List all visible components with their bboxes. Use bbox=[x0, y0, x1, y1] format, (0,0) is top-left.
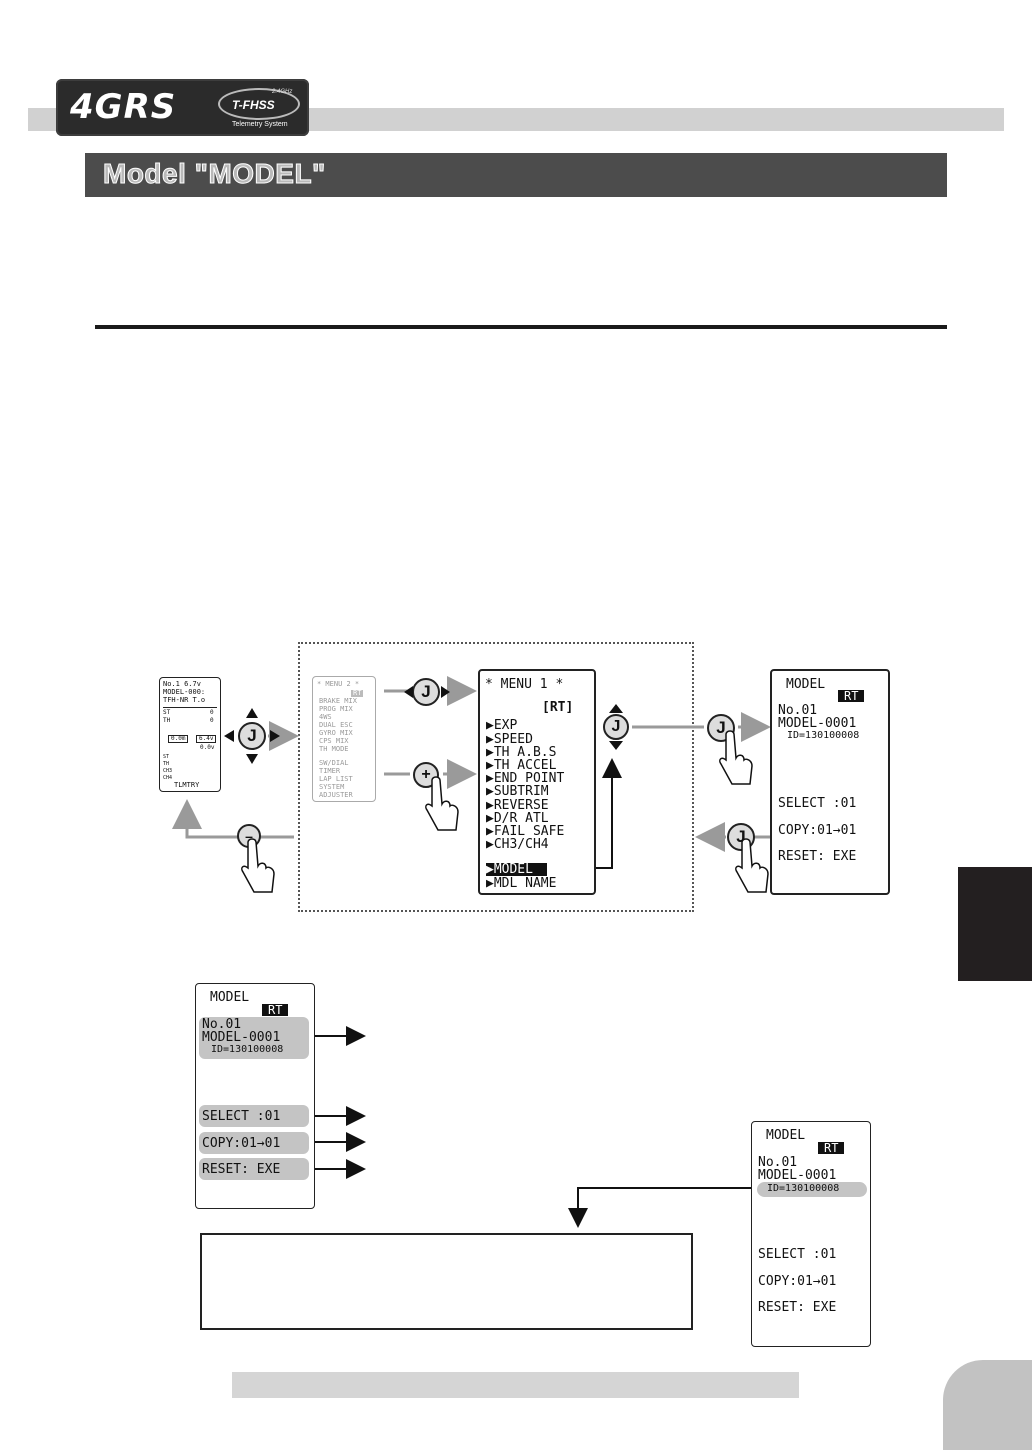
page-number-tab bbox=[943, 1360, 1032, 1450]
home-line-3: TFH-NR T.o bbox=[163, 697, 205, 704]
model-select: SELECT :01 bbox=[758, 1248, 836, 1261]
home-line-1: No.1 6.7v bbox=[163, 681, 201, 688]
menu2-item: PROG MIX bbox=[319, 706, 353, 713]
menu1-item-selected: ▶MODEL bbox=[486, 863, 547, 876]
model-badge: RT bbox=[818, 1142, 844, 1154]
model-screen: MODEL RT No.01 MODEL-0001 ID=130100008 S… bbox=[770, 669, 890, 895]
hand-pointer-icon bbox=[734, 838, 770, 896]
menu2-item: SW/DIAL bbox=[319, 760, 349, 767]
hand-pointer-icon bbox=[424, 776, 460, 834]
menu1-screen: * MENU 1 * [RT] ▶EXP ▶SPEED ▶TH A.B.S ▶T… bbox=[478, 669, 596, 895]
menu2-item: SYSTEM bbox=[319, 784, 344, 791]
model-select: SELECT :01 bbox=[778, 797, 856, 810]
home-volt2-value: 0.0v bbox=[200, 745, 214, 751]
hand-pointer-icon bbox=[718, 730, 754, 788]
model-copy: COPY:01→01 bbox=[778, 824, 856, 837]
menu1-item: ▶SUBTRIM bbox=[486, 785, 549, 798]
menu1-item: ▶MDL NAME bbox=[486, 877, 556, 890]
left-right-arrows-icon bbox=[404, 684, 450, 700]
menu2-item: BRAKE MIX bbox=[319, 698, 357, 705]
home-th-label: TH bbox=[163, 718, 170, 724]
home-st-value: 0 bbox=[210, 710, 214, 716]
menu2-item: TH MODE bbox=[319, 746, 349, 753]
model-screen-id: MODEL RT No.01 MODEL-0001 ID=130100008 S… bbox=[751, 1121, 871, 1347]
menu2-title: * MENU 2 * bbox=[317, 681, 359, 688]
footer-bar bbox=[232, 1372, 799, 1398]
menu1-title: * MENU 1 * bbox=[485, 678, 563, 691]
model-name: MODEL-0001 bbox=[778, 717, 856, 730]
home-ch-3: CH3 bbox=[163, 769, 172, 774]
menu2-screen: * MENU 2 * RT BRAKE MIX PROG MIX 4WS DUA… bbox=[312, 676, 376, 802]
menu2-item: TIMER bbox=[319, 768, 340, 775]
menu2-item: DUAL ESC bbox=[319, 722, 353, 729]
model-reset: RESET: EXE bbox=[778, 850, 856, 863]
home-screen: No.1 6.7v MODEL-000: TFH-NR T.o ST 0 TH … bbox=[159, 677, 221, 792]
model-reset: RESET: EXE bbox=[202, 1163, 280, 1176]
menu1-item: ▶CH3/CH4 bbox=[486, 838, 549, 851]
model-id: ID=130100008 bbox=[787, 731, 859, 741]
home-ch-th: TH bbox=[163, 762, 169, 767]
menu2-item: ADJUSTER bbox=[319, 792, 353, 799]
model-screen-annotated: MODEL RT No.01 MODEL-0001 ID=130100008 S… bbox=[195, 983, 315, 1209]
four-way-arrows-icon bbox=[224, 708, 280, 764]
up-down-arrows-icon bbox=[606, 704, 626, 750]
model-title: MODEL bbox=[210, 991, 249, 1004]
model-reset: RESET: EXE bbox=[758, 1301, 836, 1314]
model-name: MODEL-0001 bbox=[758, 1169, 836, 1182]
model-title: MODEL bbox=[766, 1129, 805, 1142]
home-trip-value: 0.0m bbox=[168, 735, 188, 743]
home-telemetry-label: TLMTRY bbox=[174, 782, 199, 789]
menu1-badge: [RT] bbox=[542, 701, 573, 714]
model-copy: COPY:01→01 bbox=[202, 1137, 280, 1150]
model-name: MODEL-0001 bbox=[202, 1031, 280, 1044]
model-title: MODEL bbox=[786, 678, 825, 691]
menu2-item: CPS MIX bbox=[319, 738, 349, 745]
model-select: SELECT :01 bbox=[202, 1110, 280, 1123]
hand-pointer-icon bbox=[240, 838, 276, 896]
model-copy: COPY:01→01 bbox=[758, 1275, 836, 1288]
home-ch-4: CH4 bbox=[163, 776, 172, 781]
section-side-tab bbox=[958, 867, 1032, 981]
note-box bbox=[200, 1233, 693, 1330]
home-ch-st: ST bbox=[163, 755, 169, 760]
home-th-value: 0 bbox=[210, 718, 214, 724]
model-badge: RT bbox=[262, 1004, 288, 1016]
menu2-item: LAP LIST bbox=[319, 776, 353, 783]
model-id: ID=130100008 bbox=[767, 1184, 839, 1194]
menu2-badge: RT bbox=[351, 690, 363, 697]
home-volt-value: 6.4v bbox=[196, 735, 216, 743]
menu1-item: ▶EXP bbox=[486, 719, 517, 732]
home-st-label: ST bbox=[163, 710, 170, 716]
model-id: ID=130100008 bbox=[211, 1045, 283, 1055]
menu2-item: 4WS bbox=[319, 714, 332, 721]
menu2-item: GYRO MIX bbox=[319, 730, 353, 737]
model-badge: RT bbox=[838, 690, 864, 702]
home-line-2: MODEL-000: bbox=[163, 689, 205, 696]
home-divider bbox=[163, 707, 217, 708]
